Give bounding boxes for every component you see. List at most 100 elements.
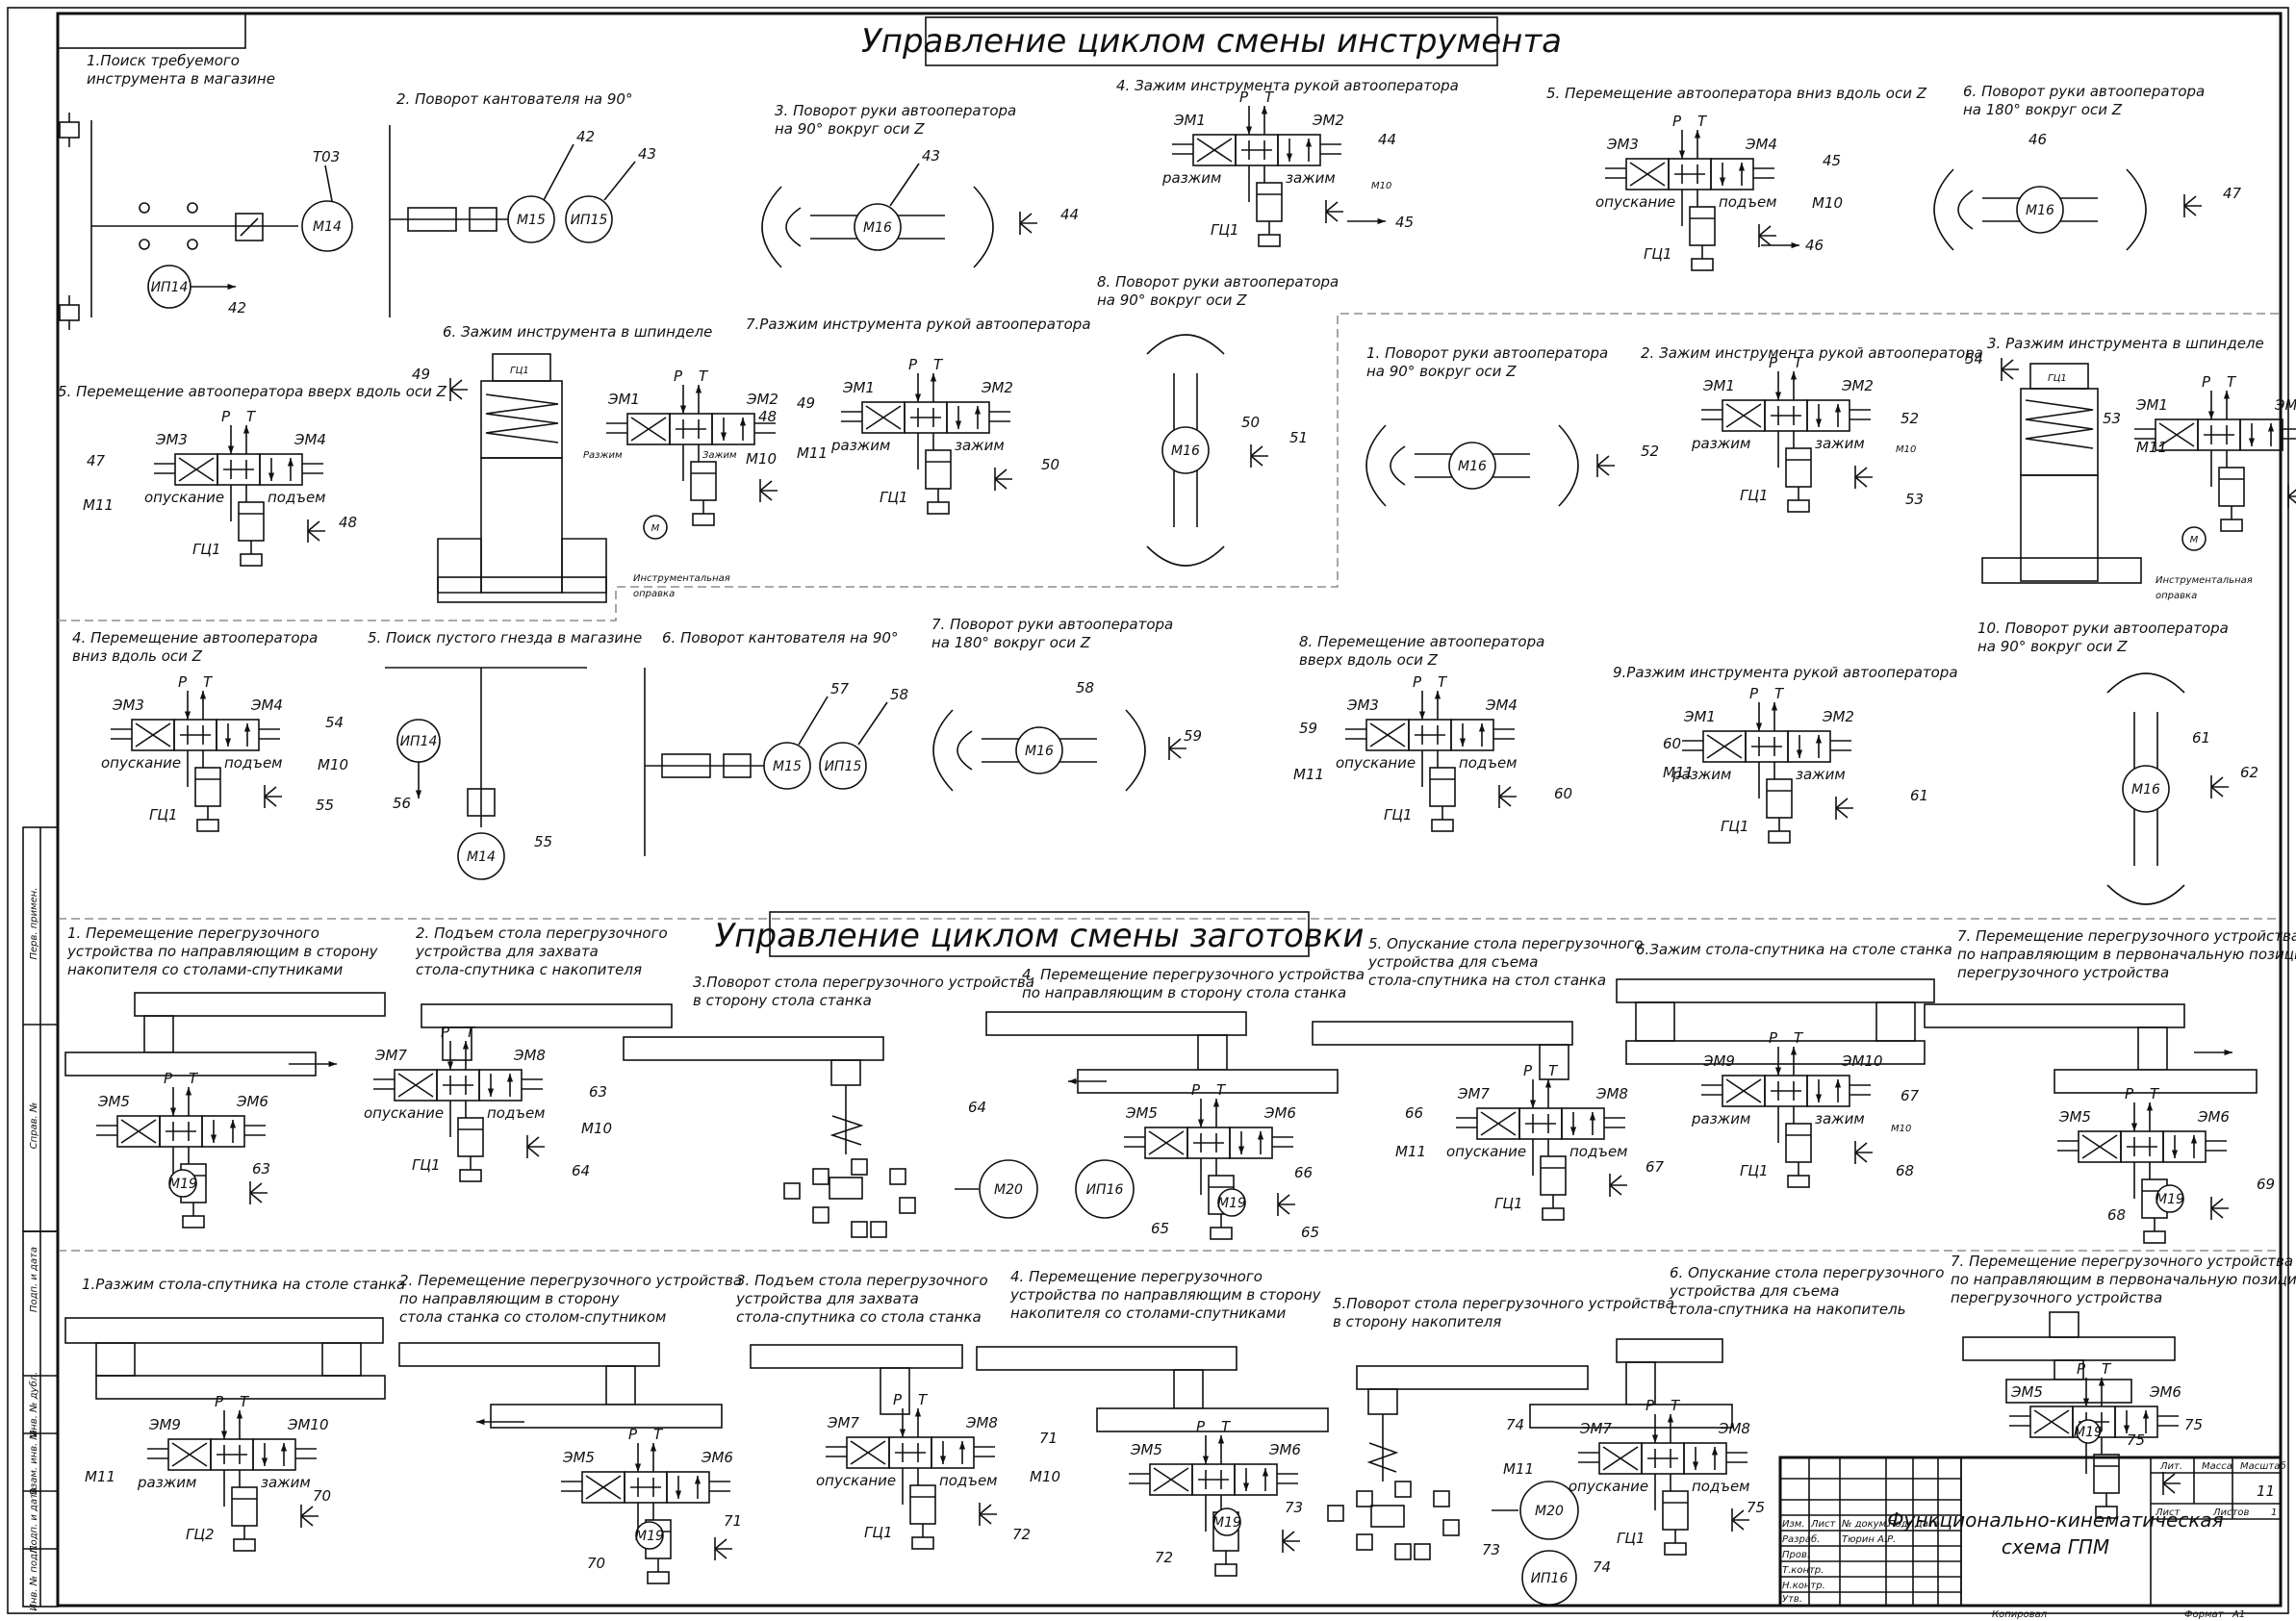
cylinder-rod-end bbox=[2143, 1230, 2166, 1244]
cylinder-rod-end bbox=[1258, 234, 1281, 247]
caption-t10: на 90° вокруг оси Z bbox=[1097, 291, 1247, 309]
cylinder-rod-end bbox=[927, 501, 950, 515]
mode-left-label: опускание bbox=[816, 1472, 896, 1489]
electromagnet-right-label: ЭМ6 bbox=[2149, 1383, 2181, 1401]
arrow-head bbox=[280, 1443, 288, 1452]
table-column bbox=[880, 1367, 910, 1415]
cylinder-rod-end bbox=[647, 1571, 670, 1584]
motor-M19 bbox=[1217, 1188, 1246, 1217]
line-segment bbox=[1325, 211, 1339, 222]
position-number-69: 70 bbox=[587, 1555, 605, 1572]
hydro-cylinder-label: ГЦ1 bbox=[864, 1524, 893, 1541]
tb-listov-label: Листов bbox=[2212, 1507, 2249, 1518]
arrow-head bbox=[1774, 392, 1782, 400]
motor-M16 bbox=[854, 203, 902, 251]
arrow-head bbox=[185, 1087, 192, 1096]
table-column bbox=[2137, 1026, 2168, 1071]
pressure-port-label: P bbox=[1769, 354, 1778, 371]
motor-M15 bbox=[507, 195, 555, 243]
motor-label: ИП16 bbox=[1086, 1182, 1124, 1198]
pallet-table bbox=[490, 1404, 723, 1429]
clamp-left bbox=[1635, 1001, 1675, 1042]
mode-left-label: разжим bbox=[830, 437, 890, 454]
position-number-45: 45 bbox=[1823, 152, 1841, 169]
motor-M16 bbox=[1161, 426, 1210, 474]
caption-b2: стола-спутника с накопителя bbox=[416, 961, 642, 978]
position-number-74: 75 bbox=[2127, 1431, 2145, 1449]
line-segment bbox=[1148, 1130, 1185, 1155]
tool-holder-label: оправка bbox=[2156, 591, 2197, 601]
caption-c4: 4. Перемещение перегрузочного bbox=[1010, 1268, 1263, 1285]
mode-left-label: опускание bbox=[1336, 754, 1416, 772]
arrow-head bbox=[1719, 177, 1726, 186]
pallet-cell bbox=[1442, 1519, 1460, 1536]
arm-jaw-left bbox=[1957, 190, 1974, 230]
electromagnet-right-label: ЭМ6 bbox=[701, 1449, 733, 1466]
caption-t3: на 90° вокруг оси Z bbox=[775, 120, 925, 138]
cylinder-rod-end bbox=[1787, 499, 1810, 513]
caption-b4: по направляющим в сторону стола станка bbox=[1022, 984, 1346, 1001]
electromagnet-right-label: ЭМ2 bbox=[981, 379, 1013, 396]
spindle-cylinder-label: ГЦ1 bbox=[2048, 373, 2067, 384]
cylinder-rod-end bbox=[1768, 830, 1791, 844]
arm-jaw-outer-right bbox=[1125, 709, 1146, 792]
arrow-head bbox=[476, 1418, 485, 1426]
spring-coil bbox=[1366, 1442, 1399, 1473]
arm-jaw-outer-right bbox=[973, 186, 994, 268]
tank-port-label: T bbox=[1794, 1029, 1804, 1047]
electromagnet-left-label: ЭМ9 bbox=[1702, 1052, 1735, 1070]
mode-left-label: опускание bbox=[144, 489, 224, 506]
motor-label: M19 bbox=[635, 1529, 664, 1544]
tb-utv: Утв. bbox=[1782, 1594, 1802, 1605]
arrow-head bbox=[1755, 722, 1763, 731]
hydro-cylinder-label: ГЦ1 bbox=[1740, 1162, 1769, 1179]
electromagnet-left-label: ЭМ7 bbox=[1457, 1085, 1490, 1102]
caption-t11: на 90° вокруг оси Z bbox=[1366, 363, 1517, 380]
pressure-port-label: P bbox=[1239, 89, 1249, 106]
caption-t18: 8. Перемещение автооператора bbox=[1299, 633, 1544, 650]
motor-label: M19 bbox=[2074, 1425, 2103, 1440]
caption-c3: стола-спутника со стола станка bbox=[736, 1308, 982, 1326]
electromagnet-right-label: ЭМ2 bbox=[1841, 377, 1874, 394]
pressure-port-label: P bbox=[1769, 1029, 1778, 1047]
line-segment bbox=[2162, 1473, 2176, 1484]
motor-M10-label: M10 bbox=[1896, 444, 1916, 455]
mode-right-label: зажим bbox=[955, 437, 1005, 454]
arrow-head bbox=[1774, 1067, 1782, 1076]
caption-c3: 3. Подъем стола перегрузочного bbox=[736, 1272, 988, 1289]
valve-section-right bbox=[216, 719, 260, 751]
line-segment bbox=[264, 786, 277, 798]
line-segment bbox=[1609, 1175, 1622, 1186]
line-segment bbox=[2162, 1482, 2176, 1494]
arrow-head bbox=[695, 385, 702, 393]
tb-nkontr: Н.контр. bbox=[1782, 1581, 1825, 1591]
arrow-head bbox=[1790, 1047, 1798, 1055]
turntable-hub bbox=[1370, 1505, 1405, 1528]
motor-label: M14 bbox=[313, 219, 342, 235]
arrow-head bbox=[2082, 1398, 2090, 1406]
line-segment bbox=[249, 1192, 263, 1203]
position-number-47: 47 bbox=[87, 452, 106, 469]
electromagnet-right-label: ЭМ8 bbox=[965, 1414, 998, 1431]
position-number-42: 42 bbox=[228, 299, 246, 317]
line-segment bbox=[307, 520, 320, 532]
hydro-cylinder bbox=[925, 449, 952, 490]
corner-stamp bbox=[57, 13, 246, 49]
line-segment bbox=[714, 1538, 727, 1550]
pump-motor bbox=[643, 515, 668, 540]
tank-port-label: T bbox=[699, 367, 709, 385]
motor-M11-label: M11 bbox=[2136, 439, 2167, 456]
line-segment bbox=[449, 389, 463, 400]
arrow-head bbox=[1377, 217, 1386, 225]
position-number-66: 67 bbox=[1901, 1087, 1920, 1104]
arrow-head bbox=[2130, 1123, 2138, 1131]
spindle-flange bbox=[437, 576, 607, 603]
hydro-cylinder bbox=[238, 501, 265, 542]
hydro-cylinder bbox=[909, 1484, 936, 1525]
coupling-box bbox=[469, 207, 497, 232]
caption-b1: накопителя со столами-спутниками bbox=[67, 961, 344, 978]
arrow-head bbox=[1242, 1482, 1250, 1491]
tb-list-label: Лист bbox=[2155, 1507, 2181, 1518]
title-blank-change: Управление циклом смены заготовки bbox=[715, 917, 1365, 955]
caption-t3: 3. Поворот руки автооператора bbox=[775, 102, 1016, 119]
